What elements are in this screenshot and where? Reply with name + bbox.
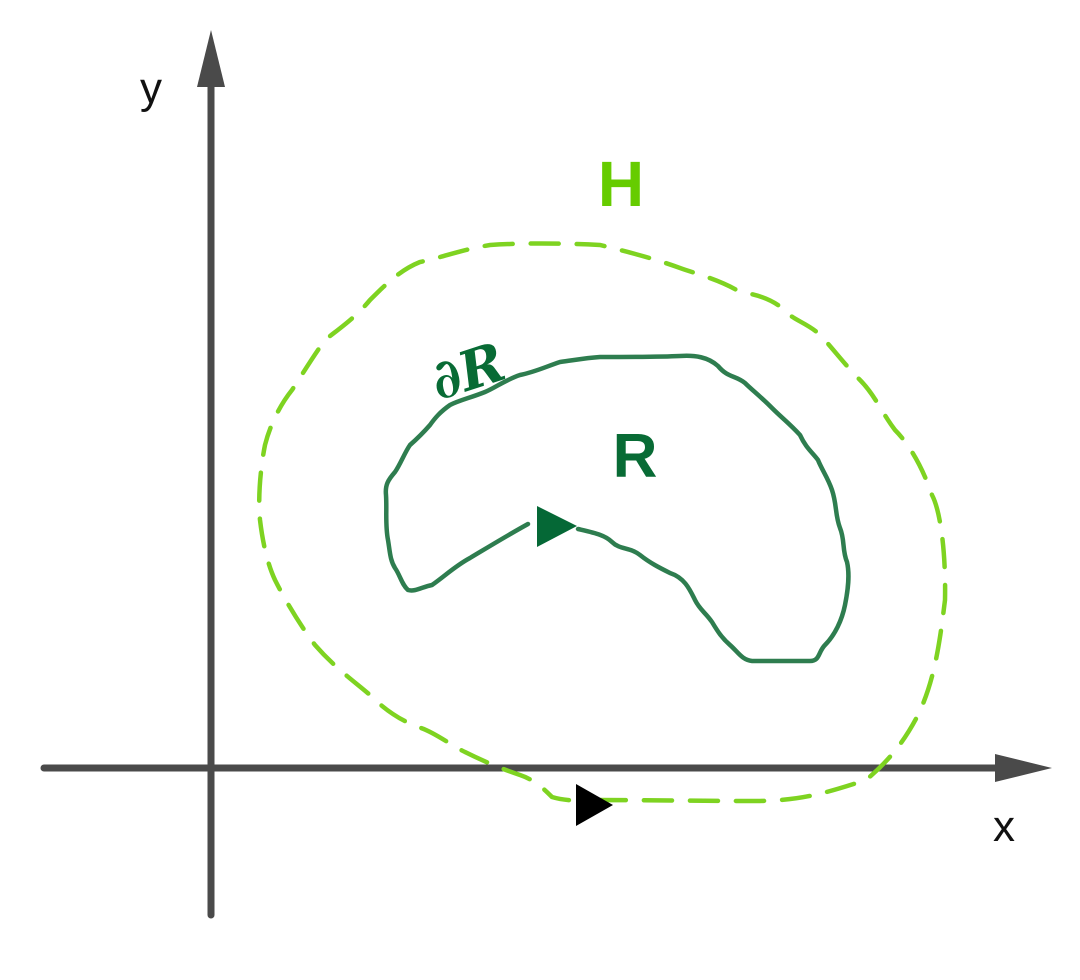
y-axis-arrowhead	[197, 30, 225, 87]
y-axis-label: y	[140, 64, 162, 113]
region-label: R	[613, 422, 658, 491]
region-boundary-arrow	[537, 506, 577, 547]
region-boundary	[383, 353, 851, 664]
x-axis-arrowhead	[995, 754, 1052, 782]
outer-region-outline	[256, 241, 948, 804]
x-axis-label: x	[993, 802, 1015, 851]
outer-region-arrow	[576, 784, 613, 826]
boundary-label: ∂R	[423, 329, 513, 413]
outer-region-label: H	[598, 148, 644, 220]
